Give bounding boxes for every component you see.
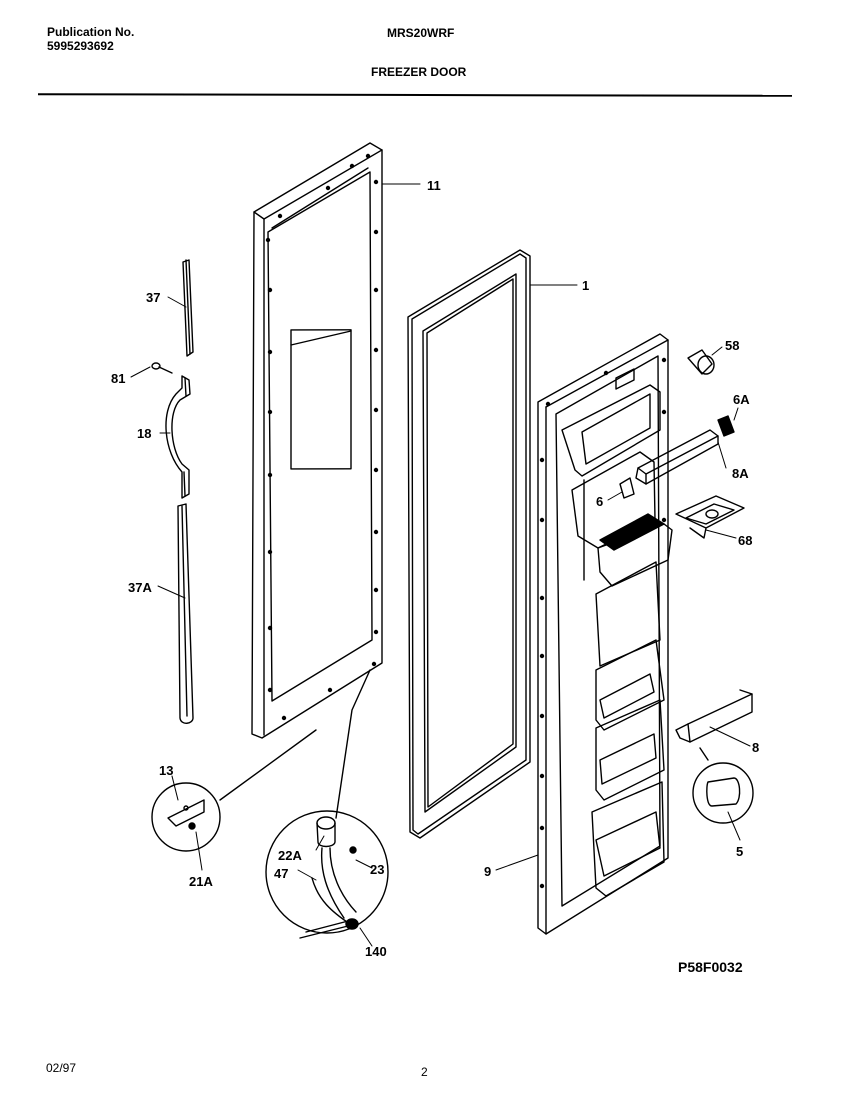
callout-1: 1 — [582, 278, 589, 293]
callout-18: 18 — [137, 426, 151, 441]
bracket-8 — [675, 689, 753, 743]
callout-68: 68 — [738, 533, 752, 548]
page-number: 2 — [421, 1065, 428, 1079]
leader-lines — [130, 183, 751, 947]
pad-5-inset — [692, 747, 754, 824]
plug-58 — [687, 349, 715, 375]
handle-cap-top — [182, 259, 194, 357]
callout-140: 140 — [365, 944, 387, 959]
outer-door — [537, 333, 673, 935]
callout-13: 13 — [159, 763, 173, 778]
door-gasket — [407, 249, 531, 839]
screw-81 — [151, 362, 173, 374]
callout-8A: 8A — [732, 466, 749, 481]
publication-label: Publication No. — [47, 25, 135, 39]
publication-number: 5995293692 — [47, 39, 114, 53]
callout-23: 23 — [370, 862, 384, 877]
inner-door-panel — [251, 142, 383, 739]
bar-8A — [635, 429, 719, 485]
callout-22A: 22A — [278, 848, 302, 863]
callout-21A: 21A — [189, 874, 213, 889]
clip-6A — [717, 415, 735, 437]
callout-8: 8 — [752, 740, 759, 755]
callout-47: 47 — [274, 866, 288, 881]
callout-5: 5 — [736, 844, 743, 859]
clip-6 — [619, 477, 635, 499]
callout-58: 58 — [725, 338, 739, 353]
callout-9: 9 — [484, 864, 491, 879]
footer-date: 02/97 — [46, 1061, 77, 1075]
callout-37: 37 — [146, 290, 160, 305]
handle-18 — [165, 375, 191, 499]
callout-37A: 37A — [128, 580, 152, 595]
model-number: MRS20WRF — [387, 26, 455, 40]
hinge-inset — [151, 729, 317, 852]
callout-6A: 6A — [733, 392, 750, 407]
callout-11: 11 — [427, 178, 441, 193]
drawing-code: P58F0032 — [678, 959, 743, 975]
callout-81: 81 — [111, 371, 125, 386]
callout-6: 6 — [596, 494, 603, 509]
handle-cap-bottom — [177, 503, 194, 724]
wire-harness-inset — [265, 669, 389, 939]
section-title: FREEZER DOOR — [371, 65, 467, 79]
paddle-68 — [675, 495, 745, 539]
